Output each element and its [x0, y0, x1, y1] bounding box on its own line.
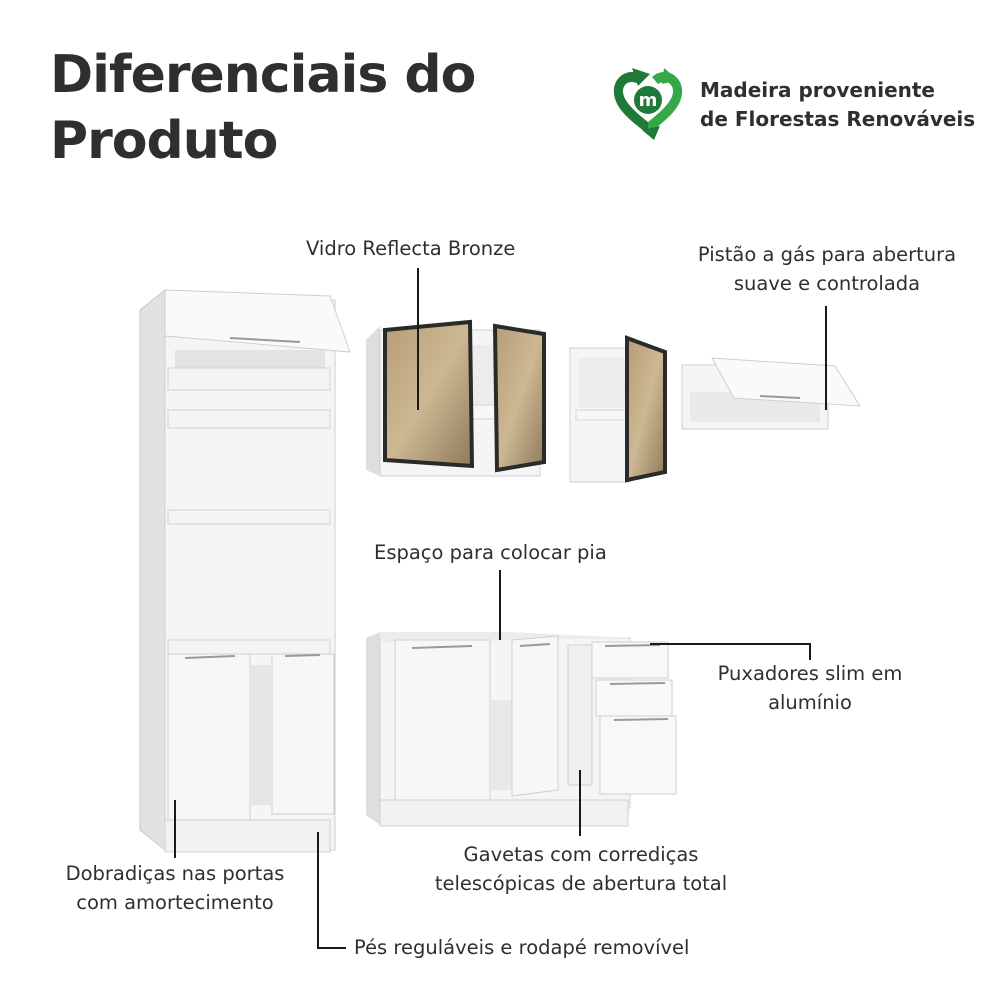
- callout-handles-line-2: alumínio: [768, 691, 852, 714]
- drawer-1: [591, 641, 669, 679]
- callout-glass: Vidro Reflecta Bronze: [306, 237, 516, 260]
- callout-hinges-line-1: Dobradiças nas portas: [65, 862, 285, 885]
- callout-sink-space: Espaço para colocar pia: [374, 541, 607, 564]
- glass-door-left: [383, 319, 475, 469]
- badge-line-1: Madeira proveniente: [700, 78, 935, 102]
- svg-text:m: m: [639, 90, 658, 111]
- callout-hinges-line-2: com amortecimento: [76, 891, 274, 914]
- page-title: Diferenciais do Produto: [50, 42, 570, 174]
- recycle-m-heart-icon: m: [613, 68, 683, 140]
- callout-adjustable-feet: Pés reguláveis e rodapé removível: [354, 936, 690, 959]
- callout-piston-line-1: Pistão a gás para abertura: [697, 243, 957, 266]
- flip-up-door-upper: [711, 357, 861, 407]
- callout-gas-piston: Pistão a gás para abertura suave e contr…: [686, 240, 968, 298]
- glass-door-right: [492, 323, 546, 473]
- left-door: [167, 653, 251, 821]
- renewable-wood-badge: m Madeira proveniente de Florestas Renov…: [608, 64, 988, 144]
- upper-glass-cabinet: [366, 319, 546, 477]
- upper-single-glass-cabinet: [569, 335, 667, 483]
- callout-piston-line-2: suave e controlada: [733, 272, 921, 295]
- base-cabinet: [366, 632, 677, 827]
- callout-drawers-line-1: Gavetas com corrediças: [463, 843, 699, 866]
- callout-handles: Puxadores slim em alumínio: [706, 659, 914, 717]
- drawer-2: [595, 679, 673, 717]
- right-door: [271, 653, 335, 815]
- drawer-3: [599, 715, 677, 795]
- callout-drawers-line-2: telescópicas de abertura total: [434, 872, 728, 895]
- flip-up-door: [164, 289, 351, 353]
- callout-lines: [174, 268, 827, 949]
- callout-handles-line-1: Puxadores slim em: [717, 662, 903, 685]
- title-line-2: Produto: [50, 111, 278, 171]
- tall-cabinet: [139, 288, 351, 853]
- base-door-left: [394, 639, 491, 801]
- badge-line-2: de Florestas Renováveis: [700, 107, 976, 131]
- base-door-right: [511, 635, 559, 797]
- upper-flip-cabinet: [681, 357, 861, 430]
- callout-hinges: Dobradiças nas portas com amortecimento: [50, 859, 300, 917]
- callout-drawer-slides: Gavetas com corrediças telescópicas de a…: [422, 840, 740, 898]
- glass-door-single: [625, 335, 667, 483]
- title-line-1: Diferenciais do: [50, 45, 476, 105]
